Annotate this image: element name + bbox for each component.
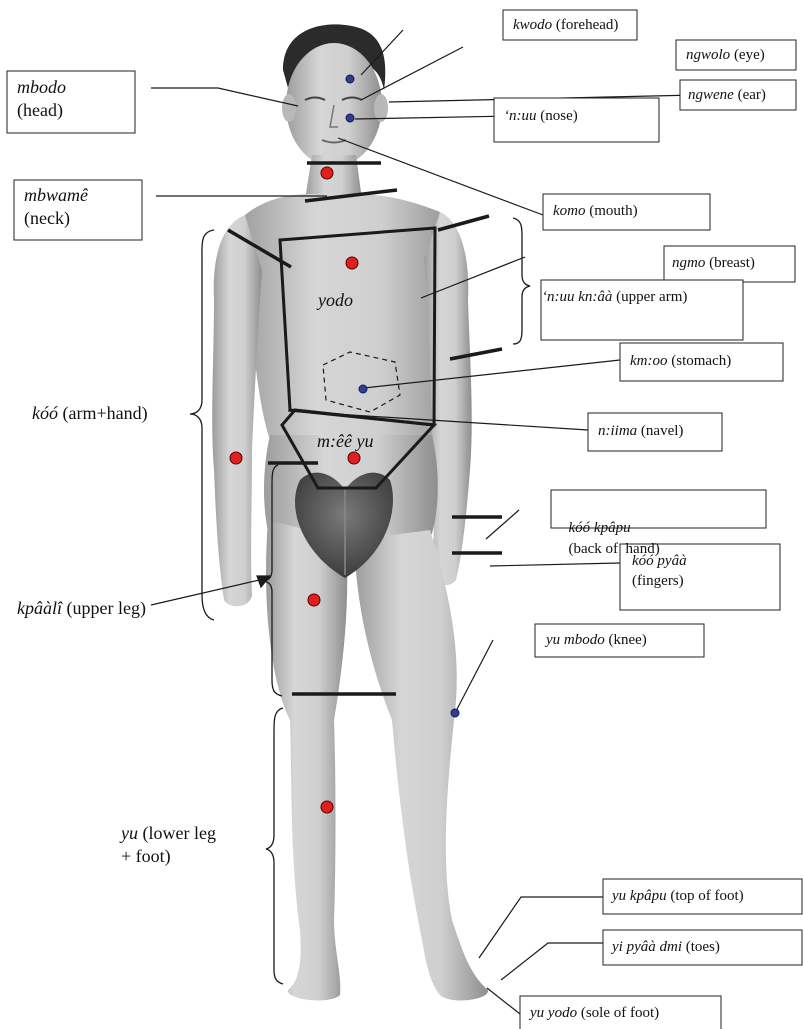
ear-right: [374, 94, 388, 122]
backofhand-leader: [486, 510, 519, 539]
nose-dot: [346, 114, 354, 122]
mouth-label: komo (mouth): [553, 201, 638, 221]
stomach-gloss: (stomach): [671, 353, 731, 369]
navel-term: n:iima: [598, 423, 637, 439]
human-figure: [212, 24, 488, 1000]
leg-right: [354, 530, 488, 1000]
lowerleg-label: yu (lower leg + foot): [121, 822, 216, 869]
ear-left: [282, 94, 296, 122]
upperarm-term: ‘n:uu kn:âà: [542, 289, 612, 305]
ear-term: ngwene: [688, 87, 734, 103]
neck-dot: [321, 167, 333, 179]
soleoffoot-label: yu yodo (sole of foot): [530, 1003, 659, 1023]
fingers-label: kóó pyâà (fingers): [632, 551, 687, 592]
breast-gloss: (breast): [709, 255, 755, 271]
arm-left: [212, 215, 262, 606]
chest-dot: [346, 257, 358, 269]
arm-term: kóó: [32, 403, 58, 423]
toes-term: yi pyâà dmi: [612, 939, 682, 955]
eye-term: ngwolo: [686, 47, 730, 63]
knee-term: yu mbodo: [546, 632, 605, 648]
head-leader: [151, 88, 298, 106]
knee-dot: [451, 709, 459, 717]
forehead-dot: [346, 75, 354, 83]
lowerleg-gloss: (lower leg: [143, 823, 216, 843]
mouth-gloss: (mouth): [589, 203, 637, 219]
nose-label: ‘n:uu (nose): [504, 106, 578, 126]
toes-label: yi pyâà dmi (toes): [612, 937, 720, 957]
fingers-gloss: (fingers): [632, 573, 684, 589]
forehead-label: kwodo (forehead): [513, 15, 618, 35]
breast-label: ngmo (breast): [672, 253, 755, 273]
chest-label: yodo: [318, 289, 353, 312]
topoffoot-label: yu kpâpu (top of foot): [612, 886, 744, 906]
nose-gloss: (nose): [540, 108, 578, 124]
upperleg-gloss: (upper leg): [67, 598, 146, 618]
head-term: mbodo: [17, 77, 66, 97]
navel-label: n:iima (navel): [598, 421, 683, 441]
ear-gloss: (ear): [738, 87, 766, 103]
neck-label: mbwamê (neck): [24, 184, 88, 231]
ear-label: ngwene (ear): [688, 85, 766, 105]
fingers-term: kóó pyâà: [632, 553, 687, 569]
thigh-dot: [308, 594, 320, 606]
stomach-label: km:oo (stomach): [630, 351, 731, 371]
stomach-term: km:oo: [630, 353, 668, 369]
topoffoot-term: yu kpâpu: [612, 888, 667, 904]
eye-gloss: (eye): [734, 47, 765, 63]
knee-leader: [455, 640, 493, 713]
arm-gloss: (arm+hand): [63, 403, 148, 423]
upperleg-term: kpâàlî: [17, 598, 62, 618]
eye-label: ngwolo (eye): [686, 45, 765, 65]
torso-shape: [238, 194, 458, 440]
nose-term: ‘n:uu: [504, 108, 537, 124]
arm-label: kóó (arm+hand): [32, 402, 148, 425]
head-label: mbodo (head): [17, 76, 66, 123]
upperarm-label: ‘n:uu kn:âà (upper arm): [542, 287, 687, 307]
groin-dot: [348, 452, 360, 464]
soleoffoot-gloss: (sole of foot): [581, 1005, 659, 1021]
toes-gloss: (toes): [686, 939, 720, 955]
shin-dot: [321, 801, 333, 813]
toes-leader: [501, 943, 603, 980]
groin-label: m:êê yu: [317, 430, 373, 453]
navel-gloss: (navel): [641, 423, 683, 439]
soleoffoot-leader: [487, 988, 520, 1014]
lowerleg-term: yu: [121, 823, 138, 843]
neck-term: mbwamê: [24, 185, 88, 205]
forehead-gloss: (forehead): [556, 17, 618, 33]
knee-gloss: (knee): [609, 632, 647, 648]
backofhand-label: kóó kpâpu (back of hand): [561, 498, 660, 559]
forehead-term: kwodo: [513, 17, 552, 33]
topoffoot-gloss: (top of foot): [670, 888, 743, 904]
leg-left: [266, 520, 347, 1000]
neck-gloss: (neck): [24, 208, 70, 228]
backofhand-term: kóó kpâpu: [569, 520, 631, 536]
fingers-leader: [490, 563, 620, 566]
navel-dot: [359, 385, 367, 393]
lowerleg-brace: [266, 708, 283, 984]
mouth-term: komo: [553, 203, 586, 219]
soleoffoot-term: yu yodo: [530, 1005, 577, 1021]
arm-brace: [190, 230, 214, 620]
upperleg-label: kpâàlî (upper leg): [17, 597, 146, 620]
head-gloss: (head): [17, 100, 63, 120]
upperarm-brace: [513, 218, 530, 344]
lowerleg-gloss2: + foot): [121, 846, 171, 866]
upperarm-gloss: (upper arm): [616, 289, 687, 305]
knee-label: yu mbodo (knee): [546, 630, 647, 650]
forearm-dot: [230, 452, 242, 464]
breast-term: ngmo: [672, 255, 705, 271]
